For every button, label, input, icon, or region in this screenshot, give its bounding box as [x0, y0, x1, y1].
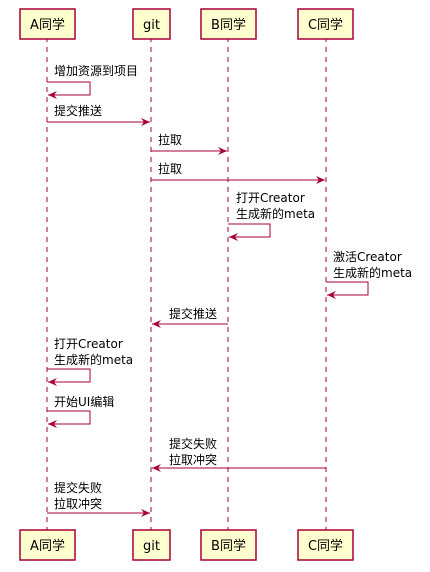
participant-b-bottom: B同学 [200, 529, 257, 561]
message-text: 提交失败 [169, 436, 217, 451]
message-text: 拉取 [158, 161, 182, 176]
participant-git-top: git [132, 8, 171, 40]
message-text: 激活Creator [333, 250, 402, 264]
message-pull-b: 拉取 [151, 132, 227, 155]
message-text: 生成新的meta [54, 352, 133, 367]
message-text: 打开Creator [54, 337, 123, 351]
message-text: 打开Creator [236, 191, 305, 205]
message-start-ui-edit: 开始UI编辑 [47, 394, 114, 428]
message-commit-push-b: 提交推送 [152, 306, 228, 328]
message-text: 拉取冲突 [54, 496, 102, 511]
message-commit-fail-a: 提交失败 拉取冲突 [47, 480, 150, 517]
participant-git-label: git [143, 18, 160, 33]
participant-a-label: A同学 [30, 17, 65, 33]
message-add-resources: 增加资源到项目 [47, 64, 138, 99]
participant-c-top: C同学 [297, 8, 354, 40]
message-text: 增加资源到项目 [54, 64, 138, 78]
participant-c-label: C同学 [308, 538, 343, 554]
message-text: 开始UI编辑 [54, 394, 114, 409]
participant-git-bottom: git [132, 529, 171, 561]
message-text: 提交推送 [169, 306, 217, 321]
message-open-creator-b: 打开Creator 生成新的meta [228, 191, 315, 241]
participant-a-top: A同学 [19, 8, 76, 40]
participant-b-label: B同学 [211, 17, 246, 33]
participant-a-bottom: A同学 [19, 529, 76, 561]
message-activate-creator-c: 激活Creator 生成新的meta [326, 250, 412, 299]
message-commit-fail-c: 提交失败 拉取冲突 [152, 436, 326, 472]
participant-a-label: A同学 [30, 538, 65, 554]
message-pull-c: 拉取 [151, 161, 325, 184]
message-open-creator-a: 打开Creator 生成新的meta [47, 337, 133, 386]
message-commit-push-a: 提交推送 [47, 103, 150, 126]
participant-b-label: B同学 [211, 538, 246, 554]
message-text: 提交失败 [54, 480, 102, 495]
participant-c-bottom: C同学 [297, 529, 354, 561]
message-text: 生成新的meta [236, 206, 315, 221]
participant-c-label: C同学 [308, 17, 343, 33]
message-text: 拉取 [158, 132, 182, 147]
participant-b-top: B同学 [200, 8, 257, 40]
message-text: 拉取冲突 [169, 452, 217, 467]
participant-git-label: git [143, 539, 160, 554]
message-text: 生成新的meta [333, 265, 412, 280]
message-text: 提交推送 [54, 103, 102, 118]
